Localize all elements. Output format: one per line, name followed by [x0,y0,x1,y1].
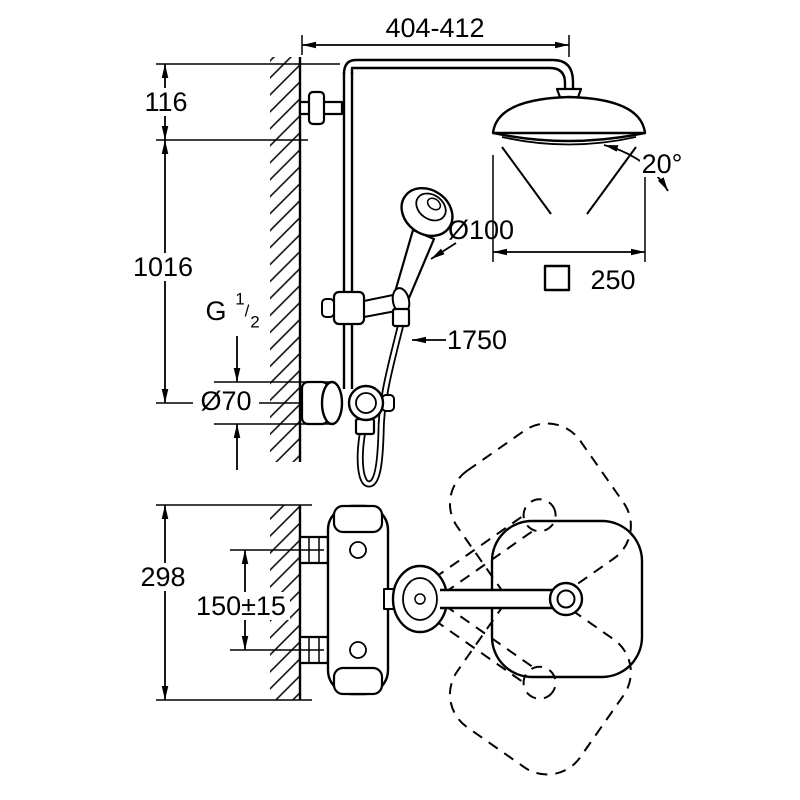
label-thread-slash: / [245,302,250,321]
label-rail-height: 1016 [133,252,193,282]
riser-center [414,593,426,605]
head-shower-face-inner [501,136,637,146]
label-thread-denominator: 2 [250,313,259,332]
shower-hose-inner [358,323,403,486]
ball-joint-inner [556,589,576,609]
diverter-detail [355,392,377,414]
hose-connector-nut [391,307,411,328]
riser-base [391,564,449,634]
holder-fork [363,310,397,318]
head-outline-dashed [448,591,632,776]
label-head-offset: 116 [144,87,187,117]
glide-knob [321,298,335,318]
plan-view [270,504,644,700]
hose-outlet-nut [354,417,376,436]
holder-fork [363,294,394,302]
plan-head-swivel-down-dashed [433,591,632,776]
thermostat-handle [332,504,384,534]
spray-cone-line [501,146,552,215]
dimension-labels: 404-412 116 1016 G 1 / 2 Ø100 20° 250 17… [133,13,684,621]
thermostat-body [326,504,390,696]
diverter-body [347,384,385,422]
leader-hand-shower [430,242,457,260]
hand-shower-head [400,186,454,238]
label-bg [142,88,190,116]
head-shower-dome [491,95,647,135]
hand-shower-face-center [426,197,442,211]
label-bg [193,387,259,415]
riser-base-inner [402,577,438,621]
volume-handle [332,666,384,696]
label-inlet-distance: 150±15 [196,591,286,621]
label-bg [136,563,190,591]
label-bg [133,253,193,281]
label-thread-letter: G [205,296,226,326]
label-hand-shower-diameter: Ø100 [448,215,514,245]
shower-arm [350,66,567,89]
spray-cone-line [586,146,637,215]
hand-shower-face-ring [415,192,447,222]
label-bg [640,151,684,177]
rail-glide [332,290,366,326]
label-arm-reach: 404-412 [385,13,484,43]
label-bg [192,592,290,620]
front-view [270,57,647,488]
dimension-lines [156,35,669,701]
inlet-mark [349,541,367,559]
ball-joint-dashed [522,665,557,700]
label-hose-length: 1750 [447,325,507,355]
square-symbol [543,264,571,292]
plan-head-swivel-up-dashed [433,422,632,607]
inlet-mark [349,641,367,659]
label-escutcheon-diameter: Ø70 [200,386,251,416]
head-shower-face [492,131,646,143]
label-thread-numerator: 1 [235,290,244,309]
shower-arm [342,58,575,89]
head-outline-dashed [448,422,632,607]
escutcheon [320,380,344,426]
label-head-tilt: 20° [642,149,683,179]
wall-hatching [270,57,300,462]
arm-fill [444,590,553,608]
label-body-length: 298 [140,562,185,592]
wall-bracket-plate [307,90,326,126]
label-head-size: 250 [590,265,635,295]
ball-joint-dashed [522,498,557,533]
